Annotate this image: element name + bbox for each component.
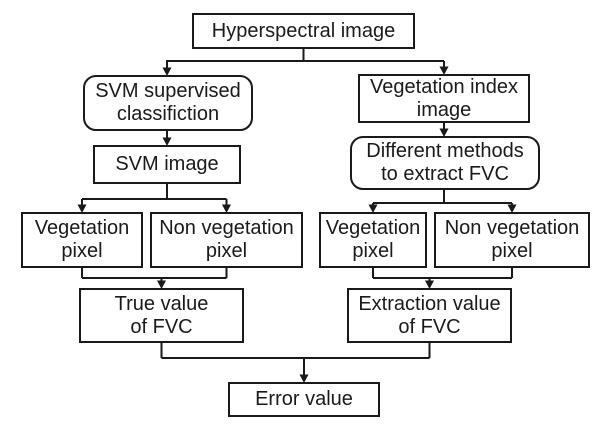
edge-vegetation-index-to-different-methods [439, 123, 449, 137]
arrow-down-icon [299, 374, 309, 383]
node-svm-supervised-classification: SVM supervised classifiction [83, 75, 253, 131]
arrow-down-icon [368, 204, 378, 213]
edge-line [81, 184, 228, 206]
node-right-vegetation-pixel: Vegetation pixel [319, 212, 427, 268]
edge-svm-image-split [77, 184, 231, 213]
arrow-down-icon [439, 66, 449, 75]
edge-hyperspectral-branch [162, 48, 449, 76]
edge-right-pixels-merge [372, 268, 513, 289]
node-vegetation-index-image: Vegetation index image [358, 74, 530, 123]
node-extraction-value-of-fvc: Extraction value of FVC [347, 288, 512, 343]
edge-line [81, 268, 228, 282]
arrow-down-icon [162, 67, 172, 76]
node-true-value-of-fvc: True value of FVC [79, 288, 244, 343]
edge-svm-supervised-to-svm-image [162, 131, 172, 146]
edge-left-pixels-merge [81, 268, 228, 289]
edge-different-methods-split [368, 190, 517, 213]
arrow-down-icon [77, 204, 87, 213]
arrow-down-icon [162, 137, 172, 146]
node-error-value: Error value [228, 382, 380, 417]
node-svm-image: SVM image [93, 145, 241, 184]
edge-values-merge [160, 343, 431, 383]
node-left-non-vegetation-pixel: Non vegetation pixel [150, 212, 303, 268]
edge-line [372, 268, 513, 282]
arrow-down-icon [222, 204, 231, 213]
arrow-down-icon [439, 128, 449, 137]
node-hyperspectral-image: Hyperspectral image [192, 13, 415, 49]
edge-line [372, 190, 513, 206]
edge-line [166, 48, 445, 69]
node-right-non-vegetation-pixel: Non vegetation pixel [434, 212, 590, 268]
node-different-methods-extract-fvc: Different methods to extract FVC [350, 136, 540, 190]
arrow-down-icon [157, 280, 166, 289]
edge-line [160, 343, 431, 376]
arrow-down-icon [425, 280, 434, 289]
node-left-vegetation-pixel: Vegetation pixel [21, 212, 143, 268]
arrow-down-icon [507, 204, 517, 213]
